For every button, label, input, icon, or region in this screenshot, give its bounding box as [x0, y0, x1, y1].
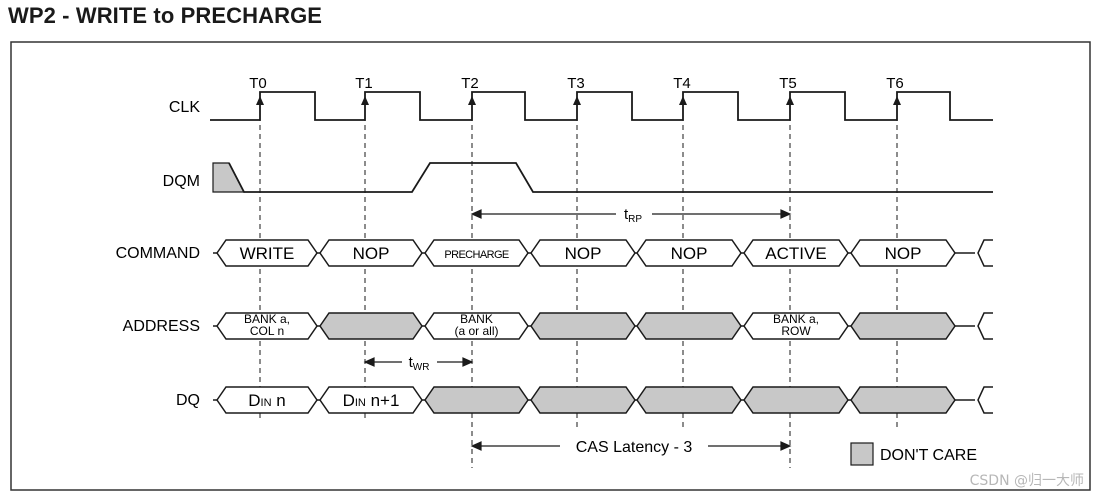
address-label-line1: BANK — [460, 312, 493, 326]
signal-label-clk: CLK — [169, 99, 200, 116]
trp-dimension — [470, 209, 792, 219]
command-label: PRECHARGE — [444, 249, 509, 261]
command-cell — [743, 239, 849, 267]
clock-edge-arrow — [786, 96, 794, 105]
watermark: CSDN @归一大师 — [969, 473, 1084, 489]
signal-label-dq: DQ — [176, 392, 200, 409]
address-cell — [424, 312, 529, 340]
bus-continuation — [977, 386, 993, 414]
dqm-dont-care-shape — [212, 162, 245, 193]
command-label: NOP — [885, 244, 922, 263]
clock-tick-label: T2 — [461, 75, 479, 92]
address-dont-care-cell — [636, 312, 742, 340]
command-cell — [636, 239, 742, 267]
clock-edge-arrow — [468, 96, 476, 105]
clock-tick-label: T3 — [567, 75, 585, 92]
dqm-waveform — [228, 162, 993, 193]
address-cell — [743, 312, 849, 340]
address-cell — [216, 312, 318, 340]
clock-edge-arrow — [679, 96, 687, 105]
signal-label-address: ADDRESS — [123, 318, 200, 335]
clock-edge-arrow — [256, 96, 264, 105]
twr-label: tWR — [409, 354, 430, 373]
command-label: NOP — [353, 244, 390, 263]
command-cell — [319, 239, 423, 267]
clock-tick-label: T0 — [249, 75, 267, 92]
command-label: NOP — [671, 244, 708, 263]
page-title: WP2 - WRITE to PRECHARGE — [8, 3, 323, 28]
clock-edge-arrow — [573, 96, 581, 105]
dq-cell — [319, 386, 423, 414]
bus-continuation — [977, 312, 993, 340]
trp-label: tRP — [624, 206, 642, 225]
command-label: ACTIVE — [765, 244, 826, 263]
dq-dont-care-cell — [743, 386, 849, 414]
dq-label: DIN n — [248, 391, 285, 410]
twr-dimension — [363, 357, 474, 367]
clock-tick-label: T4 — [673, 75, 691, 92]
signal-label-dqm: DQM — [163, 173, 200, 190]
address-label-line2: COL n — [250, 324, 284, 338]
command-label: WRITE — [240, 244, 295, 263]
command-cell — [216, 239, 318, 267]
cas-latency-label: CAS Latency - 3 — [576, 439, 693, 456]
clk-waveform — [210, 91, 993, 121]
command-cell — [530, 239, 636, 267]
dq-cell — [216, 386, 318, 414]
address-label-line2: (a or all) — [454, 324, 498, 338]
cas-latency-dimension — [470, 441, 792, 451]
command-label: NOP — [565, 244, 602, 263]
clock-tick-label: T1 — [355, 75, 373, 92]
dq-dont-care-cell — [850, 386, 956, 414]
signal-label-command: COMMAND — [116, 245, 200, 262]
bus-continuation — [977, 239, 993, 267]
diagram-border — [10, 41, 1091, 491]
dq-dont-care-cell — [530, 386, 636, 414]
dq-dont-care-cell — [424, 386, 529, 414]
clock-tick-label: T5 — [779, 75, 797, 92]
address-label-line1: BANK a, — [773, 312, 819, 326]
clock-edge-arrow — [893, 96, 901, 105]
address-dont-care-cell — [319, 312, 423, 340]
legend-swatch — [850, 442, 874, 466]
legend-label: DON'T CARE — [880, 447, 977, 464]
clock-edge-arrow — [361, 96, 369, 105]
dq-label: DIN n+1 — [343, 391, 400, 410]
address-label-line2: ROW — [781, 324, 811, 338]
command-cell — [424, 239, 529, 267]
clock-tick-label: T6 — [886, 75, 904, 92]
address-dont-care-cell — [530, 312, 636, 340]
dq-dont-care-cell — [636, 386, 742, 414]
command-cell — [850, 239, 956, 267]
address-dont-care-cell — [850, 312, 956, 340]
address-label-line1: BANK a, — [244, 312, 290, 326]
